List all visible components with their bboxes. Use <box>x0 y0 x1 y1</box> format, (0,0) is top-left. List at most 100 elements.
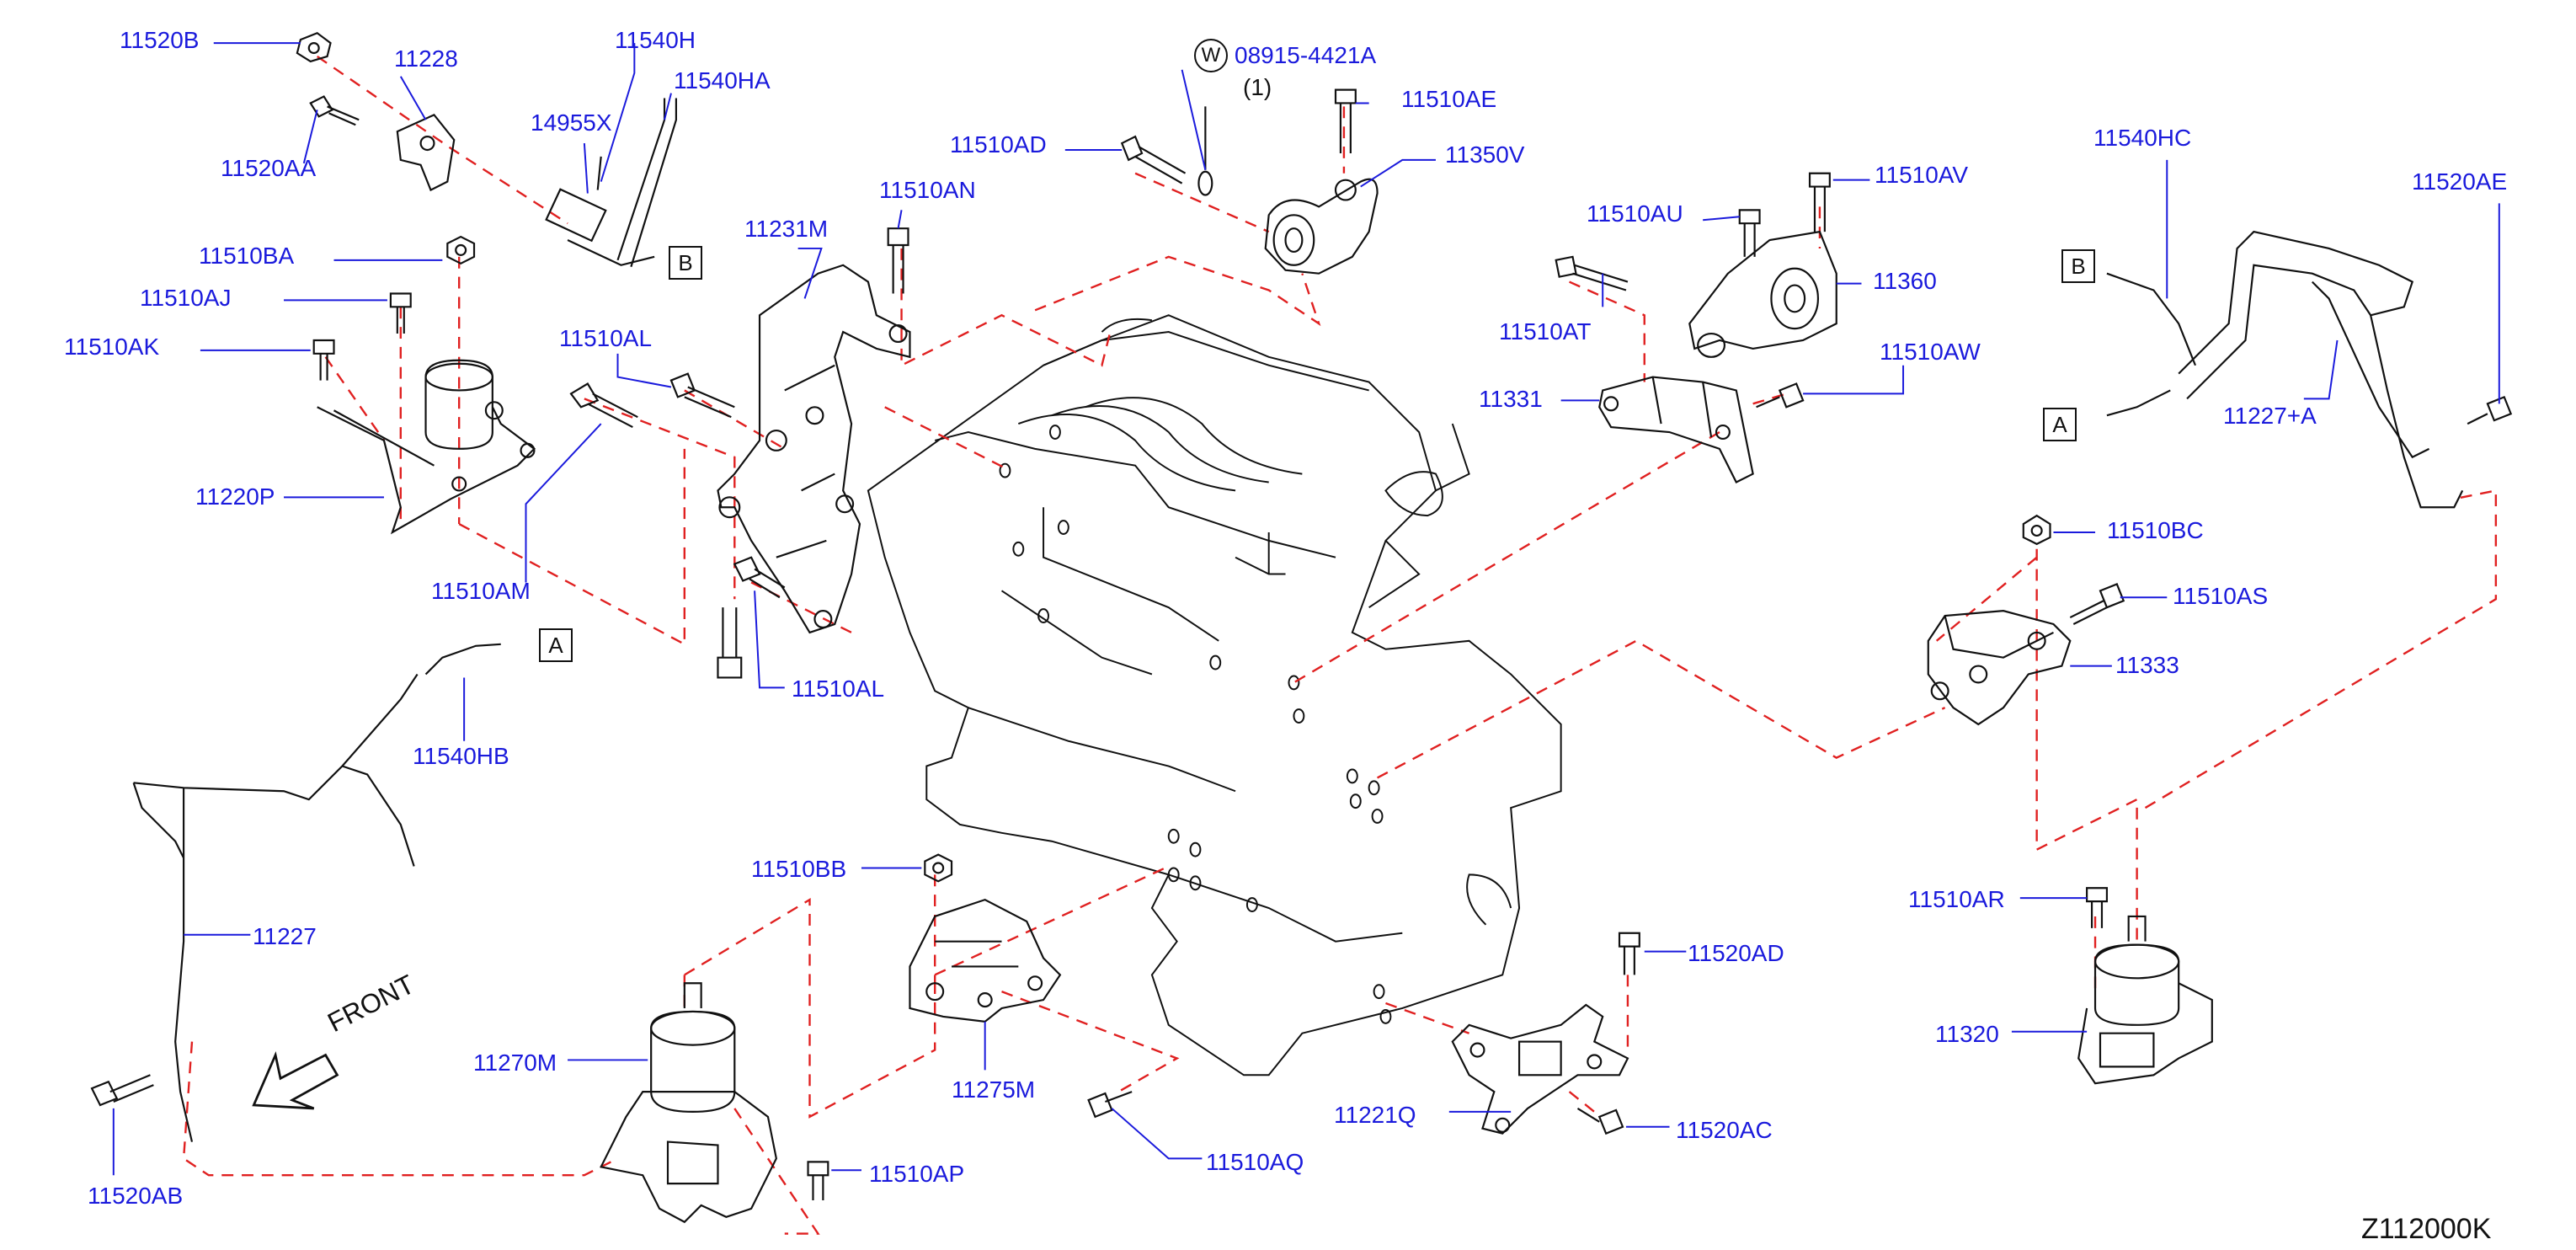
label-11510AJ: 11510AJ <box>140 285 232 311</box>
washer-symbol-icon: W <box>1194 39 1228 72</box>
nut-11510BC <box>2022 514 2051 546</box>
label-11510AL-lower: 11510AL <box>792 676 885 702</box>
bracket-11331 <box>1598 376 1754 483</box>
bolt-11510AV <box>1808 172 1831 232</box>
label-08915-4421A: 08915-4421A <box>1235 42 1377 68</box>
connector-ref-B-right: B <box>2061 249 2095 283</box>
label-11510AE: 11510AE <box>1401 86 1497 112</box>
label-11360: 11360 <box>1873 268 1937 294</box>
label-11510AN: 11510AN <box>879 177 976 203</box>
bolt-11520AE <box>2467 395 2513 425</box>
label-quantity: (1) <box>1243 74 1272 100</box>
label-11227A: 11227+A <box>2223 403 2317 429</box>
bolt-11510AL-upper <box>669 372 735 419</box>
label-11510BA: 11510BA <box>199 243 295 269</box>
label-11510AL-upper: 11510AL <box>559 325 653 351</box>
bolt-11510AT <box>1555 255 1629 291</box>
nut-11520B <box>296 31 332 63</box>
bracket-11275M <box>909 898 1062 1023</box>
bolt-11510AL-mid <box>733 556 786 599</box>
label-11510AT: 11510AT <box>1499 318 1592 345</box>
label-11520AC: 11520AC <box>1676 1117 1773 1143</box>
label-11270M: 11270M <box>473 1050 557 1076</box>
label-11510AM: 11510AM <box>431 578 531 604</box>
connector-ref-B: B <box>669 246 702 280</box>
bolt-11510AR <box>2086 887 2109 928</box>
bolt-11510AW <box>1756 382 1805 409</box>
front-arrow-icon <box>252 1050 339 1110</box>
harness-11540HC <box>2106 272 2197 366</box>
mount-11320 <box>2077 915 2213 1085</box>
bolt-11520AD <box>1618 932 1640 975</box>
diagram-code: Z112000K <box>2361 1213 2492 1245</box>
mount-11350V <box>1264 178 1379 275</box>
rod-11227 <box>132 673 419 1142</box>
bracket-11228 <box>396 114 456 192</box>
bolt-11510AD <box>1120 135 1187 184</box>
label-11510BB: 11510BB <box>751 856 847 882</box>
phantom-lines <box>182 55 2498 1235</box>
bolt-11510AU <box>1738 209 1761 257</box>
bolt-11510AK <box>312 339 335 381</box>
label-11510AS: 11510AS <box>2173 583 2269 609</box>
bolt-11520AB <box>90 1074 154 1107</box>
label-11221Q: 11221Q <box>1334 1102 1416 1128</box>
label-11331: 11331 <box>1479 386 1543 412</box>
sensor-14955X <box>545 156 655 266</box>
label-11540HA: 11540HA <box>674 67 771 93</box>
bolt-11510AS <box>2069 583 2125 625</box>
label-11227: 11227 <box>253 923 317 949</box>
bolt-11510AJ <box>389 292 412 334</box>
label-11510AD: 11510AD <box>950 131 1047 158</box>
label-11520AA: 11520AA <box>221 155 317 181</box>
label-11510AK: 11510AK <box>64 334 160 360</box>
bracket-11231M <box>717 264 911 634</box>
bolt-11510BA <box>446 235 476 265</box>
label-11520B: 11520B <box>120 27 200 53</box>
mount-11270M <box>600 982 778 1224</box>
label-14955X: 14955X <box>531 110 612 136</box>
harness-11540HC-A <box>2106 389 2171 417</box>
bolt-11520AC <box>1576 1108 1624 1135</box>
label-11275M: 11275M <box>952 1076 1036 1103</box>
bolt-11510AM <box>569 382 638 429</box>
label-11320: 11320 <box>1935 1021 1999 1047</box>
label-11510AU: 11510AU <box>1587 200 1683 227</box>
connector-ref-A-right: A <box>2043 408 2077 441</box>
label-11350V: 11350V <box>1445 142 1525 168</box>
bracket-11221Q <box>1451 1003 1629 1135</box>
bolt-11510AL-lower <box>717 607 743 679</box>
label-11540H: 11540H <box>615 27 696 53</box>
label-11333: 11333 <box>2115 652 2179 678</box>
connector-ref-A: A <box>539 628 573 662</box>
leader-lines <box>112 42 2500 1176</box>
label-11510AP: 11510AP <box>869 1161 965 1187</box>
label-11510AW: 11510AW <box>1880 339 1981 365</box>
mount-11220P <box>317 359 536 535</box>
label-11520AB: 11520AB <box>88 1183 184 1209</box>
mount-11360 <box>1688 230 1837 358</box>
bolt-11510AN <box>887 227 909 294</box>
label-11220P: 11220P <box>195 483 275 510</box>
label-11510AQ: 11510AQ <box>1206 1149 1304 1175</box>
washer-08915 <box>1197 106 1213 196</box>
engine-holes <box>999 425 1392 1024</box>
parts <box>90 31 2513 1224</box>
label-11520AE: 11520AE <box>2412 168 2508 195</box>
label-11510BC: 11510BC <box>2107 517 2204 543</box>
label-11540HB: 11540HB <box>413 743 509 769</box>
bolt-11510AP <box>807 1161 829 1200</box>
bolt-11510AQ <box>1087 1091 1133 1119</box>
rod-11227A <box>2178 230 2464 509</box>
label-11510AR: 11510AR <box>1908 886 2005 912</box>
label-11510AV: 11510AV <box>1875 162 1969 188</box>
label-11540HC: 11540HC <box>2093 125 2192 151</box>
label-11520AD: 11520AD <box>1688 940 1784 966</box>
label-11228: 11228 <box>394 45 458 72</box>
bolt-11510AE <box>1334 88 1357 153</box>
engine-block <box>867 314 1562 1076</box>
bracket-11333 <box>1927 610 2072 726</box>
nut-11510BB <box>924 853 953 883</box>
label-11231M: 11231M <box>744 216 829 242</box>
